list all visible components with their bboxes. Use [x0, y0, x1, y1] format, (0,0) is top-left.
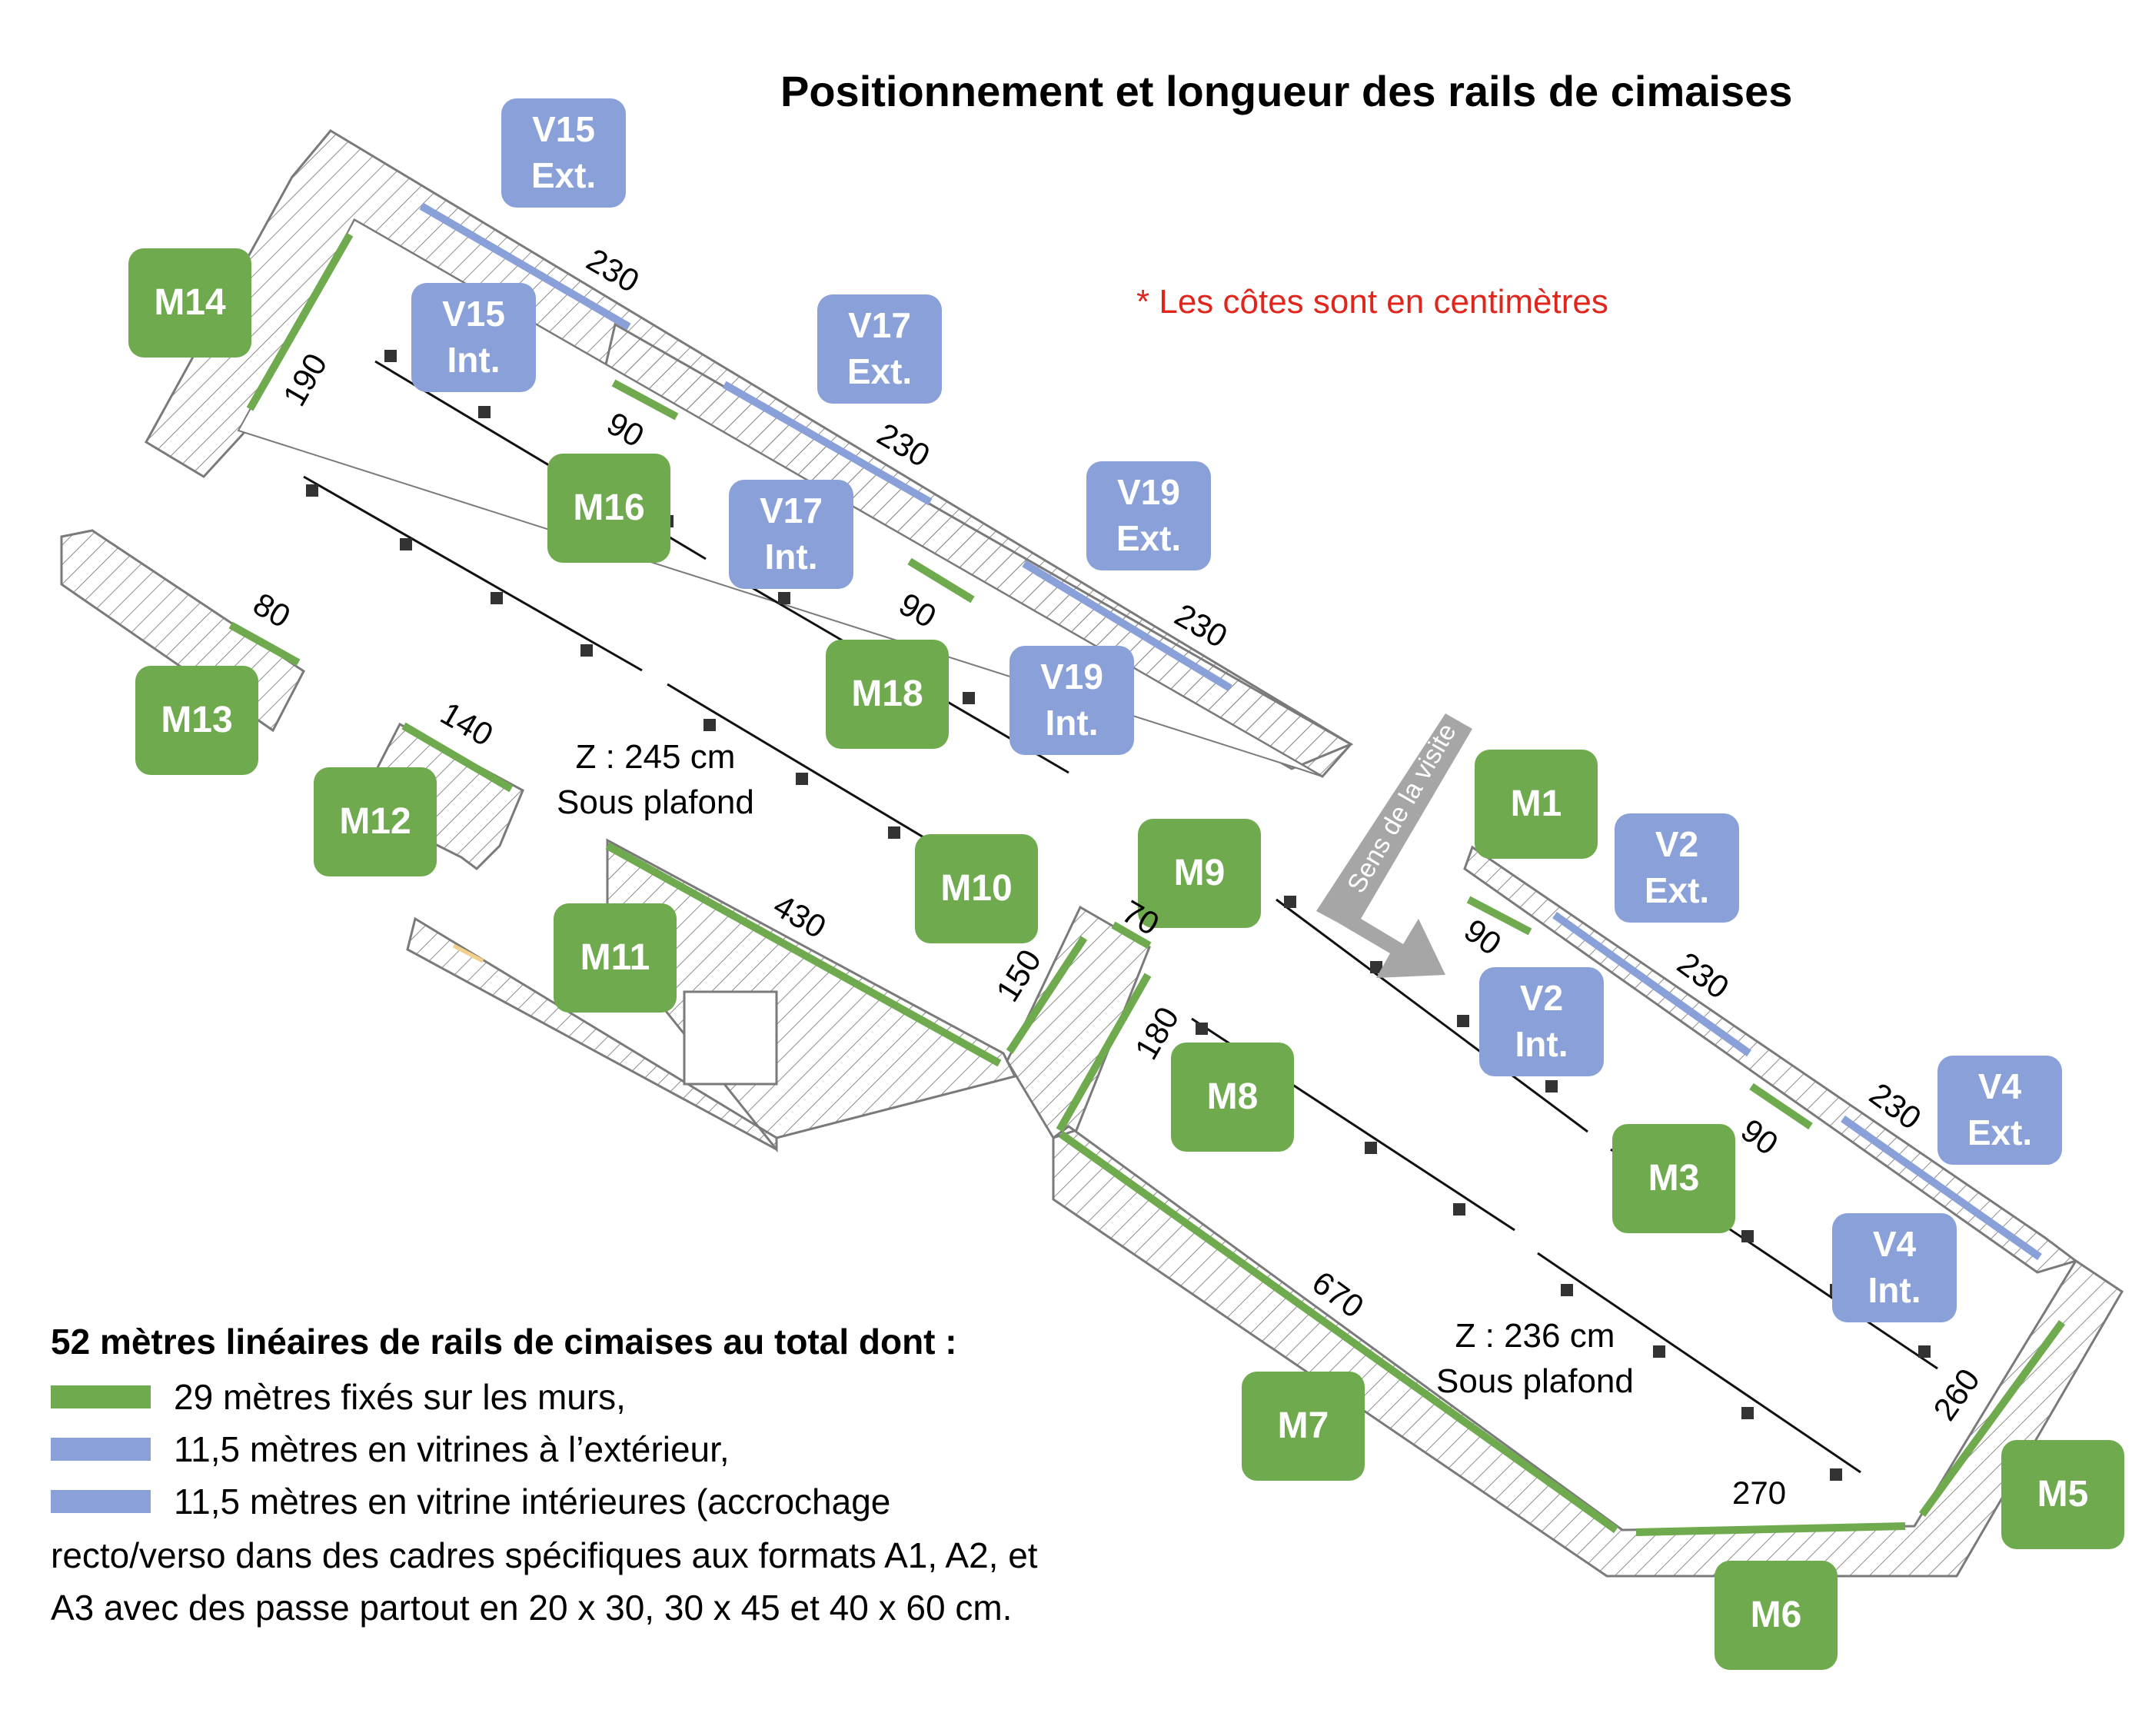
badge-v15-ext: V15 Ext. — [501, 98, 626, 208]
badge-v4-ext: V4 Ext. — [1937, 1056, 2062, 1165]
ceiling-zone-upper-label: Sous plafond — [557, 783, 754, 822]
legend-swatch-blue-int — [51, 1490, 151, 1513]
badge-v19-int: V19 Int. — [1009, 646, 1134, 755]
ceiling-rail-5 — [1276, 898, 1588, 1133]
rail-m5 — [1918, 1320, 2066, 1517]
ceiling-rail-7 — [1537, 1252, 1861, 1474]
legend-title: 52 mètres linéaires de rails de cimaises… — [51, 1322, 957, 1362]
ceiling-rail-2 — [303, 475, 643, 672]
badge-v17-int: V17 Int. — [729, 480, 853, 589]
ceiling-zone-upper: Z : 245 cm Sous plafond — [557, 734, 754, 826]
badge-m5: M5 — [2001, 1440, 2124, 1549]
rail-90-v2 — [1466, 896, 1532, 936]
legend-item-walls-text: 29 mètres fixés sur les murs, — [174, 1377, 626, 1417]
rail-90-upper — [611, 379, 679, 421]
units-note: * Les côtes sont en centimètres — [1136, 283, 1608, 321]
wall-lower-ne — [1463, 845, 2079, 1274]
badge-m13: M13 — [135, 666, 258, 775]
badge-v4-int: V4 Int. — [1832, 1213, 1957, 1322]
badge-v2-int: V2 Int. — [1479, 967, 1604, 1076]
rail-m13 — [228, 621, 301, 667]
vitrine-rails — [419, 202, 2042, 1261]
badge-m8: M8 — [1171, 1043, 1294, 1152]
rail-m6 — [1635, 1522, 1906, 1536]
badge-m18: M18 — [826, 640, 949, 749]
rail-70 — [1111, 921, 1152, 949]
badge-m6: M6 — [1715, 1561, 1838, 1670]
walls — [60, 129, 2124, 1578]
badge-m7: M7 — [1242, 1372, 1365, 1481]
rail-m11 — [605, 842, 1002, 1067]
badge-v15-int: V15 Int. — [411, 283, 536, 392]
badge-v19-ext: V19 Ext. — [1086, 461, 1211, 570]
wall-stairs — [406, 916, 778, 1152]
legend-item-vitrine-int-text: 11,5 mètres en vitrine intérieures (accr… — [174, 1482, 891, 1521]
badge-m1: M1 — [1475, 750, 1598, 859]
rail-v2-ext — [1552, 911, 1751, 1057]
legend-swatch-green — [51, 1385, 151, 1408]
visit-direction-arrow — [1316, 713, 1472, 978]
ceiling-zone-lower-label: Sous plafond — [1436, 1362, 1634, 1401]
rail-v19-ext — [1022, 560, 1232, 692]
rail-150 — [1006, 936, 1088, 1054]
rail-m12 — [401, 722, 514, 793]
ceiling-zone-lower-z: Z : 236 cm — [1455, 1317, 1615, 1355]
stairs — [683, 990, 778, 1086]
badge-v17-ext: V17 Ext. — [817, 294, 942, 404]
legend-item-walls: 29 mètres fixés sur les murs, — [51, 1376, 626, 1418]
rail-180 — [1056, 973, 1152, 1132]
ceiling-zone-upper-z: Z : 245 cm — [575, 738, 736, 776]
ceiling-zone-lower: Z : 236 cm Sous plafond — [1436, 1313, 1634, 1405]
rail-v4-ext — [1841, 1115, 2042, 1261]
legend-swatch-blue-ext — [51, 1438, 151, 1461]
rail-m7 — [1059, 1130, 1618, 1534]
badge-m3: M3 — [1612, 1124, 1735, 1233]
badge-m9: M9 — [1138, 819, 1261, 928]
legend-continuation-1: recto/verso dans des cadres spécifiques … — [51, 1535, 1038, 1575]
rail-90-v4 — [1749, 1083, 1813, 1130]
legend-item-vitrine-ext: 11,5 mètres en vitrines à l’extérieur, — [51, 1428, 730, 1470]
badge-m10: M10 — [915, 834, 1038, 943]
wall-upper-long — [602, 322, 1354, 770]
legend-continuation-2: A3 avec des passe partout en 20 x 30, 30… — [51, 1588, 1013, 1628]
legend-item-vitrine-int: 11,5 mètres en vitrine intérieures (accr… — [51, 1481, 890, 1522]
rail-m14 — [246, 232, 354, 411]
badge-v2-ext: V2 Ext. — [1615, 813, 1739, 923]
page-title: Positionnement et longueur des rails de … — [780, 67, 1793, 115]
legend-item-vitrine-ext-text: 11,5 mètres en vitrines à l’extérieur, — [174, 1429, 730, 1469]
rail-v17-ext — [722, 381, 933, 506]
rail-v15-ext — [419, 202, 631, 331]
badge-m11: M11 — [554, 903, 677, 1013]
dim-m6: 270 — [1732, 1475, 1787, 1511]
door-accent — [452, 943, 484, 963]
wall-rails — [228, 232, 2066, 1536]
badge-m16: M16 — [547, 454, 670, 563]
badge-m12: M12 — [314, 767, 437, 876]
badge-m14: M14 — [128, 248, 251, 358]
rail-90-mid — [907, 557, 975, 604]
